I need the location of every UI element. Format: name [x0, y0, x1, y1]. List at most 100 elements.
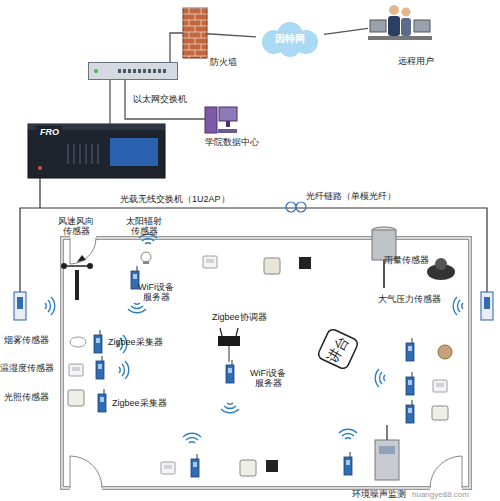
- wall-node: 防火墙: [183, 8, 207, 58]
- noise-monitor: [375, 440, 399, 480]
- monitor: [370, 20, 386, 32]
- brand-logo: FRO: [40, 127, 59, 137]
- device-logo-bg: [36, 126, 62, 138]
- noise-sensor: [438, 345, 452, 359]
- noise-monitor-screen: [379, 446, 395, 454]
- switch-port: [153, 69, 156, 73]
- switch-led: [94, 69, 98, 73]
- node-text: 光载无线交换机（1U2AP）: [120, 194, 230, 204]
- device-body: [28, 124, 165, 178]
- sensor-label: WiFi设备服务器: [246, 368, 290, 388]
- node-text: 光照传感器: [4, 392, 49, 402]
- light-sensor: [68, 390, 84, 406]
- switch-port: [128, 69, 131, 73]
- switch-body: [89, 63, 178, 80]
- users-icon: [368, 2, 432, 46]
- sensor-label: Zigbee协调器: [212, 312, 267, 322]
- switch-node: 以太网交换机: [88, 62, 178, 80]
- wireless-waves: [128, 303, 146, 313]
- network-link: [109, 80, 110, 124]
- network-link: [207, 34, 256, 37]
- node-text: 烟雾传感器: [4, 335, 49, 345]
- pc-tower: [205, 107, 217, 133]
- fiber-line: [20, 178, 487, 292]
- radio-module: [406, 338, 414, 361]
- sensor-label: 光照传感器: [4, 392, 49, 402]
- sensor-box: [240, 460, 256, 476]
- wireless-waves: [339, 429, 357, 439]
- smoke-sensor: [70, 337, 86, 347]
- sensor-dark: [299, 257, 311, 269]
- wall-icon: [183, 8, 207, 58]
- fiber-loop: [296, 202, 306, 212]
- wireless-waves: [183, 433, 201, 443]
- node-text: 因特网: [256, 22, 324, 56]
- sensor-label: WiFi设备服务器: [134, 282, 178, 302]
- firewall-wall: [183, 8, 207, 58]
- wireless-waves: [221, 403, 239, 413]
- sensor-box: [161, 462, 175, 474]
- anemometer-cup: [87, 263, 93, 269]
- brick-lines: [183, 8, 207, 58]
- users-node: 远程用户: [368, 2, 432, 46]
- node-text: 大气压力传感器: [378, 294, 441, 304]
- wind-vane: [77, 255, 86, 262]
- person-head: [402, 8, 411, 17]
- network-link: [125, 80, 205, 119]
- sensor-box: [264, 258, 280, 274]
- access-point: [481, 292, 493, 320]
- sensor-label: 环境噪声监测: [352, 489, 406, 499]
- sensor-label: Zigbee采集器: [108, 337, 163, 347]
- desk: [368, 36, 432, 40]
- cloud-node: 因特网: [256, 22, 324, 56]
- person-body: [388, 16, 400, 36]
- node-text: 太阳辐射传感器: [124, 216, 164, 236]
- node-text: 学院数据中心: [205, 137, 259, 147]
- radio-module: [96, 356, 104, 379]
- node-text: 远程用户: [398, 56, 434, 66]
- radio-module: [191, 454, 199, 477]
- node-text: 以太网交换机: [133, 94, 187, 104]
- node-text: WiFi设备服务器: [134, 282, 178, 302]
- radio-module: [98, 389, 106, 412]
- anemometer-cup: [61, 263, 67, 269]
- pc-stand: [226, 121, 230, 127]
- node-text: 讲台: [305, 316, 371, 382]
- pc-icon: [205, 103, 237, 135]
- sensor-label: 温湿度传感器: [0, 363, 54, 373]
- radio-module: [406, 372, 414, 395]
- room-wall: [62, 238, 470, 488]
- wireless-waves: [119, 361, 129, 379]
- node-text: Zigbee采集器: [108, 337, 163, 347]
- radio-module: [226, 360, 234, 383]
- pc-monitor: [219, 107, 237, 121]
- node-text: Zigbee协调器: [212, 312, 267, 322]
- node-text: 温湿度传感器: [0, 363, 54, 373]
- switch-port: [148, 69, 151, 73]
- switch-icon: [88, 62, 178, 80]
- barometer-top: [435, 258, 447, 270]
- node-text: 雨量传感器: [384, 255, 429, 265]
- fiber-loop: [286, 202, 296, 212]
- link-label: 光纤链路（单模光纤）: [306, 191, 396, 201]
- node-text: WiFi设备服务器: [246, 368, 290, 388]
- device-vents: [68, 144, 98, 164]
- sensor-box: [203, 256, 217, 268]
- room-wall-inner: [62, 238, 470, 488]
- door-swing: [70, 238, 96, 264]
- switch-port: [138, 69, 141, 73]
- node-text: 风速风向传感器: [56, 216, 96, 236]
- sensor-label: 风速风向传感器: [56, 216, 96, 236]
- switch-port: [118, 69, 121, 73]
- monitor: [414, 20, 430, 32]
- pc-node: 学院数据中心: [205, 103, 237, 135]
- node-text: 防火墙: [210, 57, 237, 67]
- sensor-label: 烟雾传感器: [4, 335, 49, 345]
- wireless-waves: [45, 297, 55, 315]
- coordinator-antenna: [236, 328, 238, 336]
- radio-module: [131, 266, 139, 289]
